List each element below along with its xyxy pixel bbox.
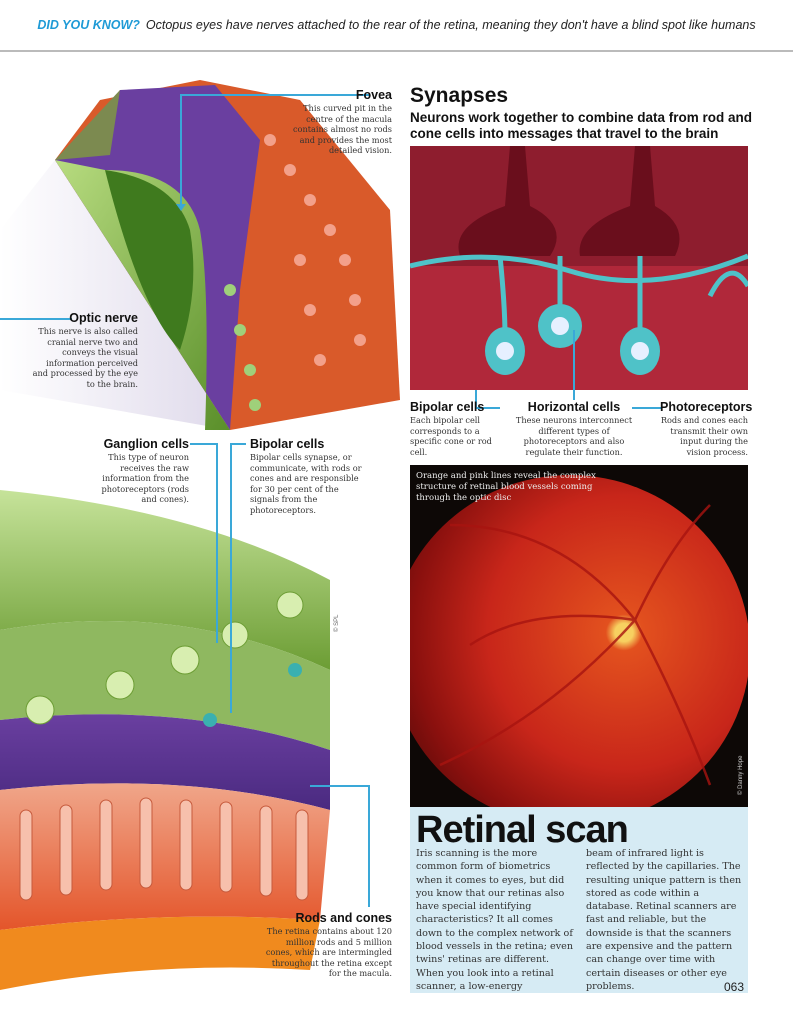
blood-vessels (439, 504, 712, 786)
label-title: Bipolar cells (250, 437, 325, 451)
label-text: These neurons interconnect different typ… (515, 415, 633, 457)
banner-text: Octopus eyes have nerves attached to the… (145, 18, 756, 32)
label-text: Rods and cones each transmit their own i… (660, 415, 748, 457)
label-title: Bipolar cells (410, 400, 485, 414)
synapses-subtitle: Neurons work together to combine data fr… (410, 110, 753, 141)
synapse-illustration (410, 146, 748, 390)
label-text: The retina contains about 120 million ro… (265, 926, 392, 979)
illustration-credit: © SPL (334, 614, 340, 632)
label-title: Horizontal cells (527, 400, 621, 414)
label-title: Ganglion cells (103, 437, 189, 451)
label-text: This curved pit in the centre of the mac… (292, 103, 392, 156)
arrow-head-icon (176, 204, 186, 211)
label-text: This type of neuron receives the raw inf… (101, 452, 189, 505)
label-text: Bipolar cells synapse, or communicate, w… (250, 452, 362, 515)
label-title: Photoreceptors (660, 400, 753, 414)
label-title: Optic nerve (69, 311, 138, 325)
retinal-scan-title: Retinal scan (416, 809, 629, 851)
retina-cross-section-illustration (0, 490, 330, 990)
label-title: Rods and cones (295, 911, 392, 925)
page-number: 063 (724, 980, 745, 994)
header-divider (0, 50, 793, 52)
photo-credit: © Danny Hope (738, 755, 744, 795)
label-title: Fovea (355, 88, 392, 102)
photo-caption: Orange and pink lines reveal the complex… (416, 471, 596, 503)
label-text: This nerve is also called cranial nerve … (32, 326, 138, 389)
body-column-2: beam of infrared light is reflected by t… (586, 848, 742, 992)
did-you-know-banner: DID YOU KNOW? Octopus eyes have nerves at… (0, 18, 793, 32)
body-column-1: Iris scanning is the more common form of… (416, 848, 573, 992)
banner-label: DID YOU KNOW? (37, 18, 140, 32)
retina-photo: Orange and pink lines reveal the complex… (410, 465, 748, 807)
synapses-title: Synapses (410, 84, 509, 107)
retinal-scan-box: Retinal scan Iris scanning is the more c… (410, 807, 748, 993)
fovea-illustration (0, 80, 400, 430)
label-text: Each bipolar cell corresponds to a speci… (410, 415, 492, 457)
